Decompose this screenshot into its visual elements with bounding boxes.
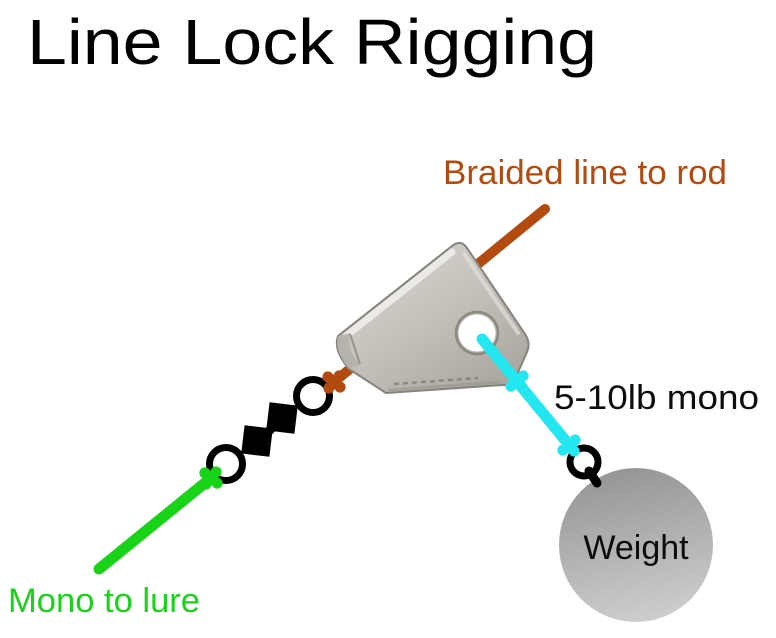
leader-knot-lower xyxy=(557,433,581,457)
swivel-barrel-upper xyxy=(266,402,298,434)
hardware-group xyxy=(206,376,602,488)
braided-knot xyxy=(322,370,346,394)
leader-knot-upper xyxy=(505,369,529,393)
line-lock-top-highlight xyxy=(342,248,456,340)
lure-mono-knot xyxy=(199,466,223,490)
braided-line-label: Braided line to rod xyxy=(443,154,727,192)
line-lock-snout-facet xyxy=(337,333,360,369)
line-lock-snout-edge xyxy=(349,333,361,365)
swivel-lower-ring xyxy=(206,444,246,484)
weight-ball xyxy=(559,468,713,622)
weight-eye-ring xyxy=(566,444,602,480)
lure-mono-line xyxy=(93,472,217,575)
line-lock-bottom-shade xyxy=(387,380,501,392)
leader-mono-line xyxy=(476,333,576,452)
swivel-barrel-lower xyxy=(241,425,273,457)
swivel-upper-ring xyxy=(293,376,333,416)
weight-label: Weight xyxy=(583,529,689,567)
line-lock-device xyxy=(335,242,530,394)
line-lock-right-highlight xyxy=(462,252,520,335)
page-title: Line Lock Rigging xyxy=(27,6,597,78)
leader-mono-label: 5-10lb mono xyxy=(554,379,759,417)
lure-mono-label: Mono to lure xyxy=(8,582,200,620)
